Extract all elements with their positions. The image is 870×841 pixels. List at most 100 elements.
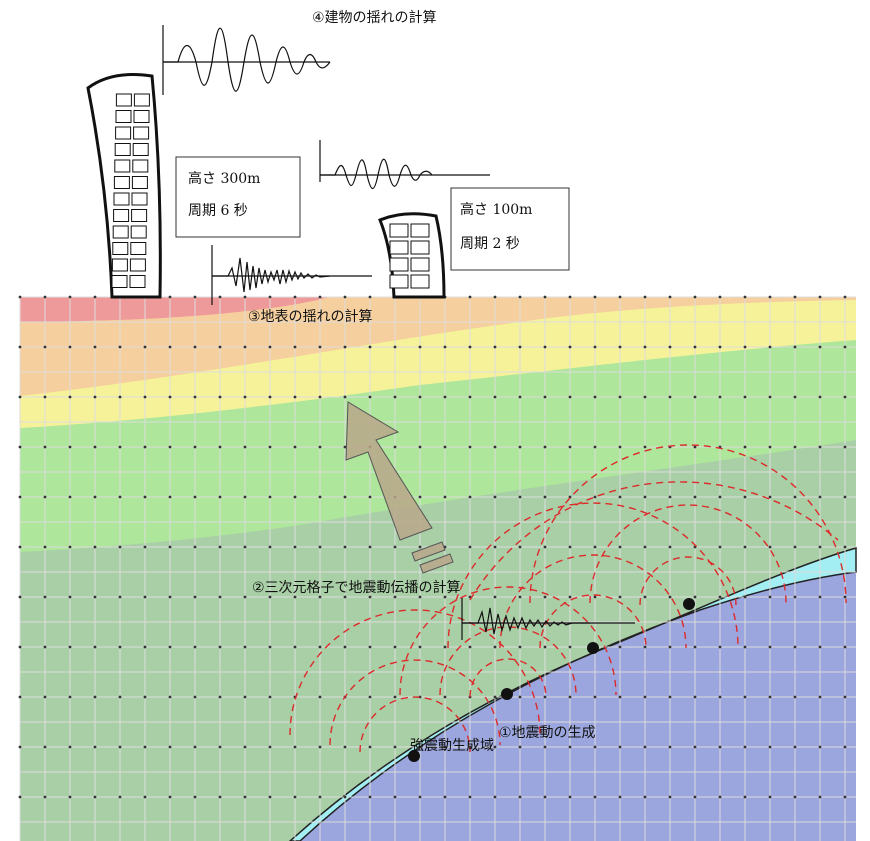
grid-node [718,295,722,299]
grid-node [793,745,797,749]
grid-node [43,345,47,349]
building-window [132,143,149,156]
grid-node [318,395,322,399]
grid-node [268,695,272,699]
building-window [130,225,147,239]
grid-node [293,545,297,549]
grid-node [243,395,247,399]
grid-node [293,645,297,649]
grid-node [468,395,472,399]
grid-node [493,345,497,349]
grid-node [93,795,97,799]
grid-node [143,545,147,549]
grid-node [318,345,322,349]
grid-node [368,745,372,749]
grid-node [718,595,722,599]
grid-node [18,395,22,399]
grid-node [643,445,647,449]
grid-node [493,645,497,649]
grid-node [643,795,647,799]
arrow-body [345,401,433,541]
grid-node [643,395,647,399]
grid-node [18,495,22,499]
grid-node [743,545,747,549]
grid-node [618,545,622,549]
grid-node [693,595,697,599]
grid-node [343,295,347,299]
grid-node [568,695,572,699]
grid-node [693,345,697,349]
grid-node [68,695,72,699]
grid-node [218,345,222,349]
grid-node [843,545,847,549]
hypocenter-1 [408,750,420,762]
wavefront-7 [447,502,739,649]
grid-node [843,395,847,399]
grid-node [118,795,122,799]
grid-node [793,395,797,399]
grid-node [668,345,672,349]
grid-node [243,695,247,699]
grid-node [493,695,497,699]
building-window [410,274,430,289]
grid-node [43,545,47,549]
grid-node [743,645,747,649]
grid-node [768,345,772,349]
grid-node [318,445,322,449]
grid-node [193,595,197,599]
computational-grid [19,296,856,841]
grid-node [693,795,697,799]
arrow-tail-segment-1 [411,541,446,562]
grid-node [443,395,447,399]
grid-node [243,645,247,649]
grid-node [493,495,497,499]
grid-node [443,595,447,599]
grid-node [843,295,847,299]
grid-node [218,295,222,299]
grid-node [618,695,622,699]
grid-node [793,295,797,299]
grid-node [493,395,497,399]
grid-node [818,445,822,449]
grid-node [93,545,97,549]
grid-node [118,495,122,499]
grid-node [93,395,97,399]
grid-node [18,745,22,749]
grid-node [543,695,547,699]
grid-node [793,695,797,699]
grid-node [343,595,347,599]
grid-node [793,645,797,649]
grid-node [243,745,247,749]
grid-node [243,495,247,499]
grid-node [593,595,597,599]
grid-node [443,495,447,499]
building-window [115,126,132,140]
grid-node [743,695,747,699]
grid-node [168,695,172,699]
grid-node [193,645,197,649]
tall-building-height: 高さ 300m [188,170,260,187]
grid-node [318,645,322,649]
seismogram-icon [162,25,635,640]
grid-node [93,345,97,349]
grid-node [768,695,772,699]
step4-label: ④建物の揺れの計算 [312,10,437,26]
grid-node [643,645,647,649]
step-labels: ④建物の揺れの計算 ③地表の揺れの計算 ②三次元格子で地震動伝播の計算 ①地震動… [248,10,596,754]
wavefront-5 [439,626,577,696]
grid-node [743,795,747,799]
wavefront-3 [359,696,471,753]
short-building-windows [389,223,430,289]
grid-node [68,745,72,749]
wavefront-icon [289,444,847,753]
grid-node [743,595,747,599]
strong-motion-area-label: 強震動生成域 [410,738,494,754]
grid-node [243,445,247,449]
building-window [113,176,130,189]
grid-node [43,295,47,299]
grid-node [118,745,122,749]
tall-building-seismogram [162,25,331,95]
grid-node [818,495,822,499]
grid-node [543,295,547,299]
